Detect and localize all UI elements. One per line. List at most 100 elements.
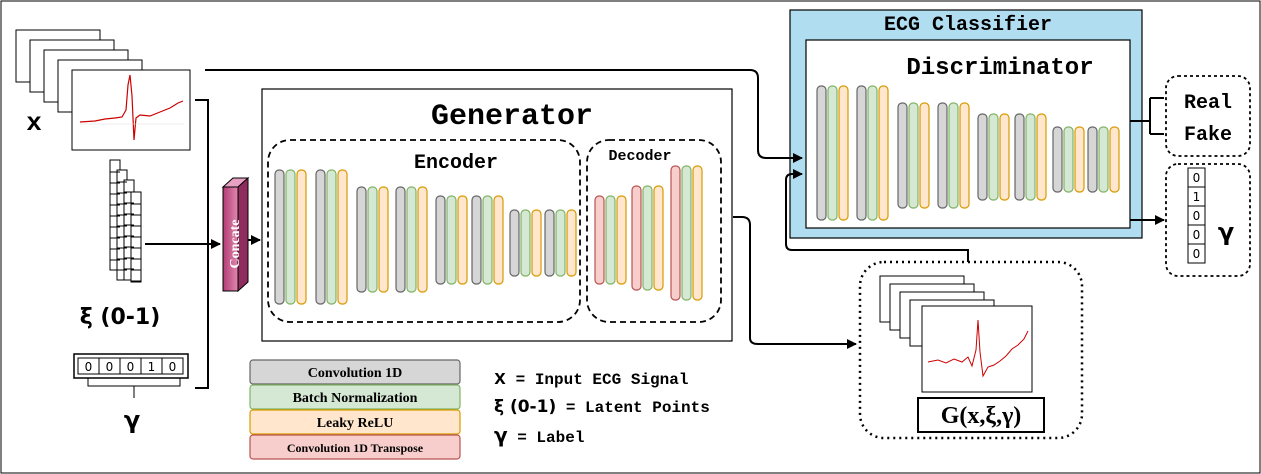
discriminator-layers	[816, 85, 1120, 221]
concat-block	[221, 176, 250, 293]
leaky-relu-layer	[878, 85, 889, 221]
legend-swatch	[249, 384, 461, 410]
def-x-text: = Input ECG Signal	[506, 371, 688, 389]
def-xi-text: = Latent Points	[556, 399, 710, 417]
output-label-cell-value: 0	[1193, 228, 1201, 242]
batchnorm-layer	[406, 186, 417, 293]
leaky-relu-layer	[616, 195, 627, 285]
legend-label: Batch Normalization	[293, 391, 418, 406]
def-gamma-symbol: γ	[494, 423, 508, 447]
leaky-relu-layer	[1074, 126, 1085, 193]
batchnorm-layer	[367, 186, 378, 293]
generated-output-box	[858, 260, 1084, 440]
conv1d-transpose-layer	[594, 195, 605, 285]
conv1d-transpose-layer	[631, 185, 642, 291]
generated-ecg-stack	[879, 275, 1033, 393]
conv1d-transpose-layer	[670, 165, 681, 301]
legend-label: Convolution 1D	[308, 366, 403, 381]
conv1d-layer	[897, 102, 908, 209]
batchnorm-layer	[605, 195, 616, 285]
leaky-relu-layer	[457, 195, 468, 285]
input-label-cell-value: 0	[169, 360, 177, 374]
conv1d-layer	[1052, 126, 1063, 193]
svg-text:γ = Label: γ = Label	[494, 423, 584, 447]
batchnorm-layer	[948, 102, 959, 209]
leaky-relu-layer	[378, 186, 389, 293]
gamma-symbol: γ	[124, 406, 140, 434]
input-ecg-stack	[15, 29, 191, 151]
batchnorm-layer	[908, 102, 919, 209]
conv1d-layer	[435, 195, 446, 285]
leaky-relu-layer	[296, 169, 307, 305]
def-x-symbol: x	[494, 368, 506, 391]
svg-text:ξ (0-1) = Latent Points: ξ (0-1) = Latent Points	[494, 397, 710, 417]
legend-item: Convolution 1D	[249, 359, 461, 385]
decoder-layers	[594, 165, 703, 301]
legend-label: Leaky ReLU	[317, 416, 394, 431]
legend-swatch	[249, 359, 461, 385]
xi-symbol: ξ (0-1)	[80, 305, 161, 330]
leaky-relu-layer	[959, 102, 970, 209]
discriminator-label: Discriminator	[906, 55, 1093, 82]
leaky-relu-layer	[692, 165, 703, 301]
batchnorm-layer	[520, 209, 531, 277]
leaky-relu-layer	[566, 209, 577, 277]
conv1d-layer	[509, 209, 520, 277]
encoder-layers	[274, 169, 577, 305]
leaky-relu-layer	[531, 209, 542, 277]
encoder-box	[267, 139, 581, 323]
generated-ecg-trace	[927, 319, 1029, 378]
batchnorm-layer	[1098, 126, 1109, 193]
def-xi-symbol: ξ (0-1)	[494, 397, 556, 417]
input-label-cell-value: 0	[106, 360, 114, 374]
batchnorm-layer	[642, 185, 653, 291]
fake-label: Fake	[1184, 124, 1232, 147]
input-label-cell	[161, 357, 184, 375]
classifier-title: ECG Classifier	[884, 14, 1052, 37]
def-gamma-text: = Label	[508, 429, 585, 447]
real-fake-box	[1165, 75, 1251, 157]
latent-vector-stack	[109, 159, 142, 283]
output-label-cell	[1187, 243, 1206, 264]
legend-swatch	[249, 434, 461, 460]
leaky-relu-layer	[919, 102, 930, 209]
batchnorm-layer	[482, 195, 493, 285]
leaky-relu-layer	[838, 85, 849, 221]
leaky-relu-layer	[417, 186, 428, 293]
generated-label-box	[917, 397, 1045, 433]
generator-title: Generator	[431, 100, 593, 134]
conv1d-layer	[977, 113, 988, 201]
legend-item: Batch Normalization	[249, 384, 461, 410]
legend-label: Convolution 1D Transpose	[287, 441, 424, 455]
leaky-relu-layer	[653, 185, 664, 291]
conv1d-layer	[1087, 126, 1098, 193]
conv1d-layer	[274, 169, 285, 305]
encoder-label: Encoder	[414, 152, 498, 175]
leaky-relu-layer	[999, 113, 1010, 201]
batchnorm-layer	[988, 113, 999, 201]
batchnorm-layer	[827, 85, 838, 221]
batchnorm-layer	[1063, 126, 1074, 193]
legend-swatch	[249, 409, 461, 435]
batchnorm-layer	[446, 195, 457, 285]
svg-text:x = Input ECG Signal: x = Input ECG Signal	[494, 368, 688, 391]
conv1d-layer	[816, 85, 827, 221]
input-label-cell-value: 0	[85, 360, 93, 374]
output-label-cell-value: 1	[1193, 190, 1201, 204]
decoder-box	[586, 139, 722, 323]
conv1d-layer	[856, 85, 867, 221]
conv1d-layer	[1014, 113, 1025, 201]
batchnorm-layer	[285, 169, 296, 305]
batchnorm-layer	[681, 165, 692, 301]
output-gamma-symbol: γ	[1218, 218, 1234, 246]
legend-item: Convolution 1D Transpose	[249, 434, 461, 460]
definitions: x = Input ECG Signal ξ (0-1) = Latent Po…	[494, 368, 710, 447]
input-label-cell-value: 0	[127, 360, 135, 374]
output-label-cell-value: 0	[1193, 209, 1201, 223]
real-label: Real	[1184, 92, 1232, 115]
